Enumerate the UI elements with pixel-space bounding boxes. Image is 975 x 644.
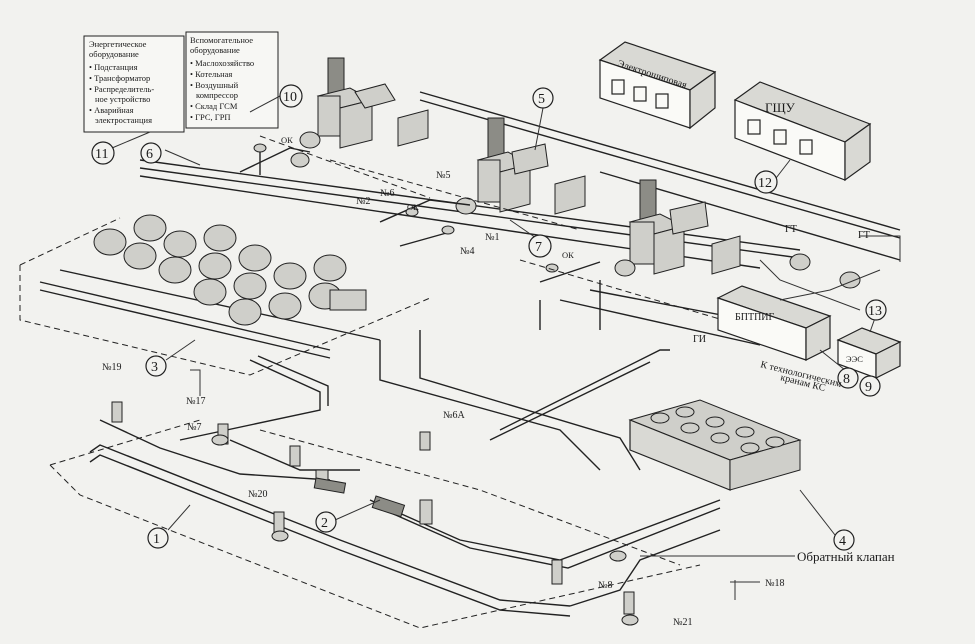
svg-text:7: 7 [535,240,542,255]
callout-6: 6 [140,142,162,164]
tag-n20: №20 [248,489,268,500]
svg-text:9: 9 [865,380,872,395]
pipe-label-gt-1: ГТ [785,224,797,235]
svg-text:1: 1 [153,532,160,547]
tag-n6a: №6А [443,410,466,421]
svg-text:11: 11 [95,147,108,162]
bptpig-block: БПТПИГ [716,285,832,361]
tag-n4: №4 [460,246,475,257]
gpu-unit-3 [614,179,741,277]
svg-text:6: 6 [146,147,153,162]
compressor-hall [19,214,431,376]
building-workshop: Электрошиповая [598,41,717,130]
legend-energy-equipment: Энергетическое оборудование • Подстанция… [83,35,185,133]
pipe-label-gt-2: ГТ [858,230,870,241]
tag-n1: №1 [485,232,500,243]
leader-lines [111,95,876,557]
compressor-row [93,214,367,326]
tag-n21: №21 [673,617,693,628]
callout-12: 12 [754,170,778,194]
svg-text:13: 13 [868,304,882,319]
tag-n19: №19 [102,362,122,373]
tag-ok-3: ОК [562,250,574,260]
legend-aux-item: • Склад ГСМ [190,101,238,111]
legend-aux-item: • Воздушный [190,80,239,90]
callout-2: 2 [315,511,337,533]
legend-energy-title-2: оборудование [89,49,139,59]
svg-text:2: 2 [321,516,328,531]
gas-coolers [628,399,802,491]
callout-10: 10 [279,84,303,108]
svg-text:4: 4 [839,534,846,549]
callout-1: 1 [147,527,169,549]
building-gshchu: ГЩУ [733,81,872,182]
tag-ok-2: ОК [407,202,419,212]
svg-text:5: 5 [538,92,545,107]
tag-n8: №8 [598,580,613,591]
collector-piping [89,330,760,617]
ees-block: ЭЭС [836,327,902,379]
callout-5: 5 [532,87,554,109]
dashed-zones [49,135,741,629]
building-gshchu-label: ГЩУ [765,100,796,115]
legend-aux-title-2: оборудование [190,45,240,55]
legend-energy-title-1: Энергетическое [89,39,147,49]
building-ees-label: ЭЭС [846,354,863,364]
tag-n17: №17 [186,396,206,407]
legend-energy-item: • Подстанция [89,62,138,72]
tag-n5: №5 [436,170,451,181]
legend-energy-item: • Аварийная [89,105,134,115]
callout-4: 4 [833,529,855,551]
svg-text:10: 10 [283,90,297,105]
unit-piping [239,143,601,330]
legend-aux-equipment: Вспомогательное оборудование • Маслохозя… [185,31,279,129]
legend-aux-item: • ГРС, ГРП [190,112,231,122]
svg-text:12: 12 [758,176,772,191]
gpu-unit-2 [455,117,586,215]
callout-3: 3 [145,355,167,377]
callout-8: 8 [837,367,859,389]
callout-11: 11 [91,141,115,165]
annotation-check-valve: Обратный клапан [797,549,895,564]
legend-energy-item: ное устройство [95,94,150,104]
tag-n18: №18 [765,578,785,589]
callout-13: 13 [865,299,887,321]
tag-ok-1: ОК [281,135,293,145]
callout-9: 9 [859,375,881,397]
legend-energy-item: электростанция [95,115,152,125]
svg-text:3: 3 [151,360,158,375]
legend-energy-item: • Распределитель- [89,84,154,94]
right-units [759,253,881,311]
legend-energy-item: • Трансформатор [89,73,150,83]
callout-7: 7 [528,234,552,258]
pipe-label-gi: ГИ [693,334,706,345]
svg-text:8: 8 [843,372,850,387]
building-bptpig-label: БПТПИГ [735,312,775,323]
valves [111,401,639,626]
tag-n2: №2 [356,196,371,207]
tag-n6: №6 [380,188,395,199]
legend-aux-item: компрессор [196,90,238,100]
tag-n7: №7 [187,422,202,433]
legend-aux-item: • Котельная [190,69,232,79]
gpu-unit-1 [290,57,429,168]
legend-aux-item: • Маслохозяйство [190,58,254,68]
legend-aux-title-1: Вспомогательное [190,35,253,45]
